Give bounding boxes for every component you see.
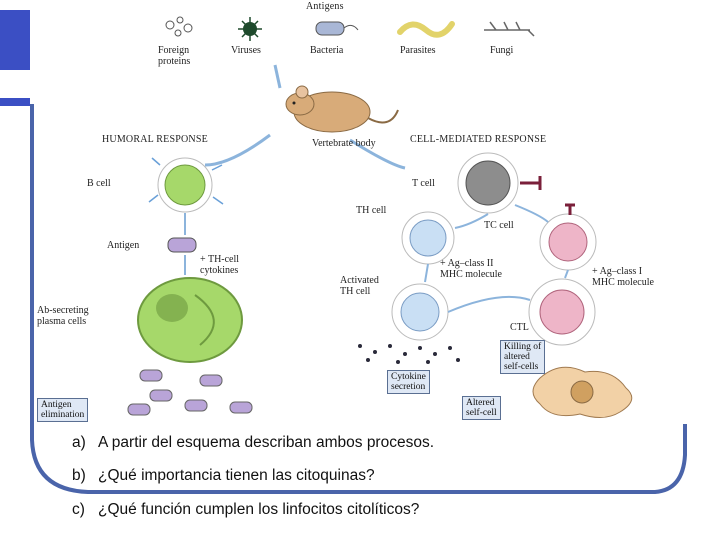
antigen-elimination-box: Antigen elimination xyxy=(37,398,89,422)
antigen-label: Antigen xyxy=(107,240,140,251)
cell-mediated-response-label: CELL-MEDIATED RESPONSE xyxy=(410,134,547,145)
fungi-icon xyxy=(484,21,535,37)
question-c-text: ¿Qué función cumplen los linfocitos cito… xyxy=(98,501,420,518)
tc-cell-label: TC cell xyxy=(484,220,514,231)
cytokine-secretion-box: Cytokine secretion xyxy=(387,370,430,394)
activated-th-cell-label: Activated TH cell xyxy=(340,275,379,297)
ctl-label: CTL xyxy=(510,322,529,333)
arrow-body-to-humoral xyxy=(204,133,271,167)
arrow-antigens-to-body xyxy=(273,64,282,89)
cytokine-dots xyxy=(358,344,460,364)
antibody-antigen-complexes xyxy=(127,369,253,416)
slide-frame xyxy=(30,104,687,494)
antigen-type-foreign-proteins: Foreign proteins xyxy=(158,45,191,67)
ag-class-ii-label: + Ag–class II MHC molecule xyxy=(440,258,502,280)
question-b-text: ¿Qué importancia tienen las citoquinas? xyxy=(98,467,375,484)
b-cell-label: B cell xyxy=(87,178,111,189)
antigen-bacterium xyxy=(167,237,197,253)
ag-class-i-label: + Ag–class I MHC molecule xyxy=(592,266,654,288)
parasite-icon xyxy=(397,21,455,38)
foreign-proteins-icon xyxy=(165,16,193,37)
bacteria-icon xyxy=(315,21,359,36)
question-b-label: b) xyxy=(72,467,86,484)
accent-bar-small xyxy=(0,98,30,106)
th-cell-label: TH cell xyxy=(356,205,387,216)
virus-icon xyxy=(238,17,262,41)
question-b: b) ¿Qué importancia tienen las citoquinas… xyxy=(72,467,375,485)
antigen-type-fungi: Fungi xyxy=(490,45,514,56)
altered-self-cell-box: Altered self-cell xyxy=(462,396,501,420)
question-c: c) ¿Qué función cumplen los linfocitos ci… xyxy=(72,501,419,519)
vertebrate-body-label: Vertebrate body xyxy=(312,138,376,149)
accent-bar xyxy=(0,10,30,70)
humoral-response-label: HUMORAL RESPONSE xyxy=(102,134,208,145)
antigen-type-viruses: Viruses xyxy=(231,45,261,56)
question-a-label: a) xyxy=(72,434,86,451)
arrow-body-to-cell xyxy=(349,138,406,170)
vertebrate-mouse-icon xyxy=(285,85,399,133)
antigen-type-parasites: Parasites xyxy=(400,45,436,56)
ab-secreting-label: Ab-secreting plasma cells xyxy=(37,305,89,327)
th-cell-cytokines-label: + TH-cell cytokines xyxy=(200,254,240,276)
question-a: a) A partir del esquema describan ambos p… xyxy=(72,434,434,452)
antigen-type-bacteria: Bacteria xyxy=(310,45,344,56)
question-a-text: A partir del esquema describan ambos pro… xyxy=(98,434,435,451)
killing-box: Killing of altered self-cells xyxy=(500,340,546,374)
antigens-title: Antigens xyxy=(306,1,344,12)
t-cell-label: T cell xyxy=(412,178,435,189)
question-c-label: c) xyxy=(72,501,85,518)
plasma-cell xyxy=(137,277,243,363)
